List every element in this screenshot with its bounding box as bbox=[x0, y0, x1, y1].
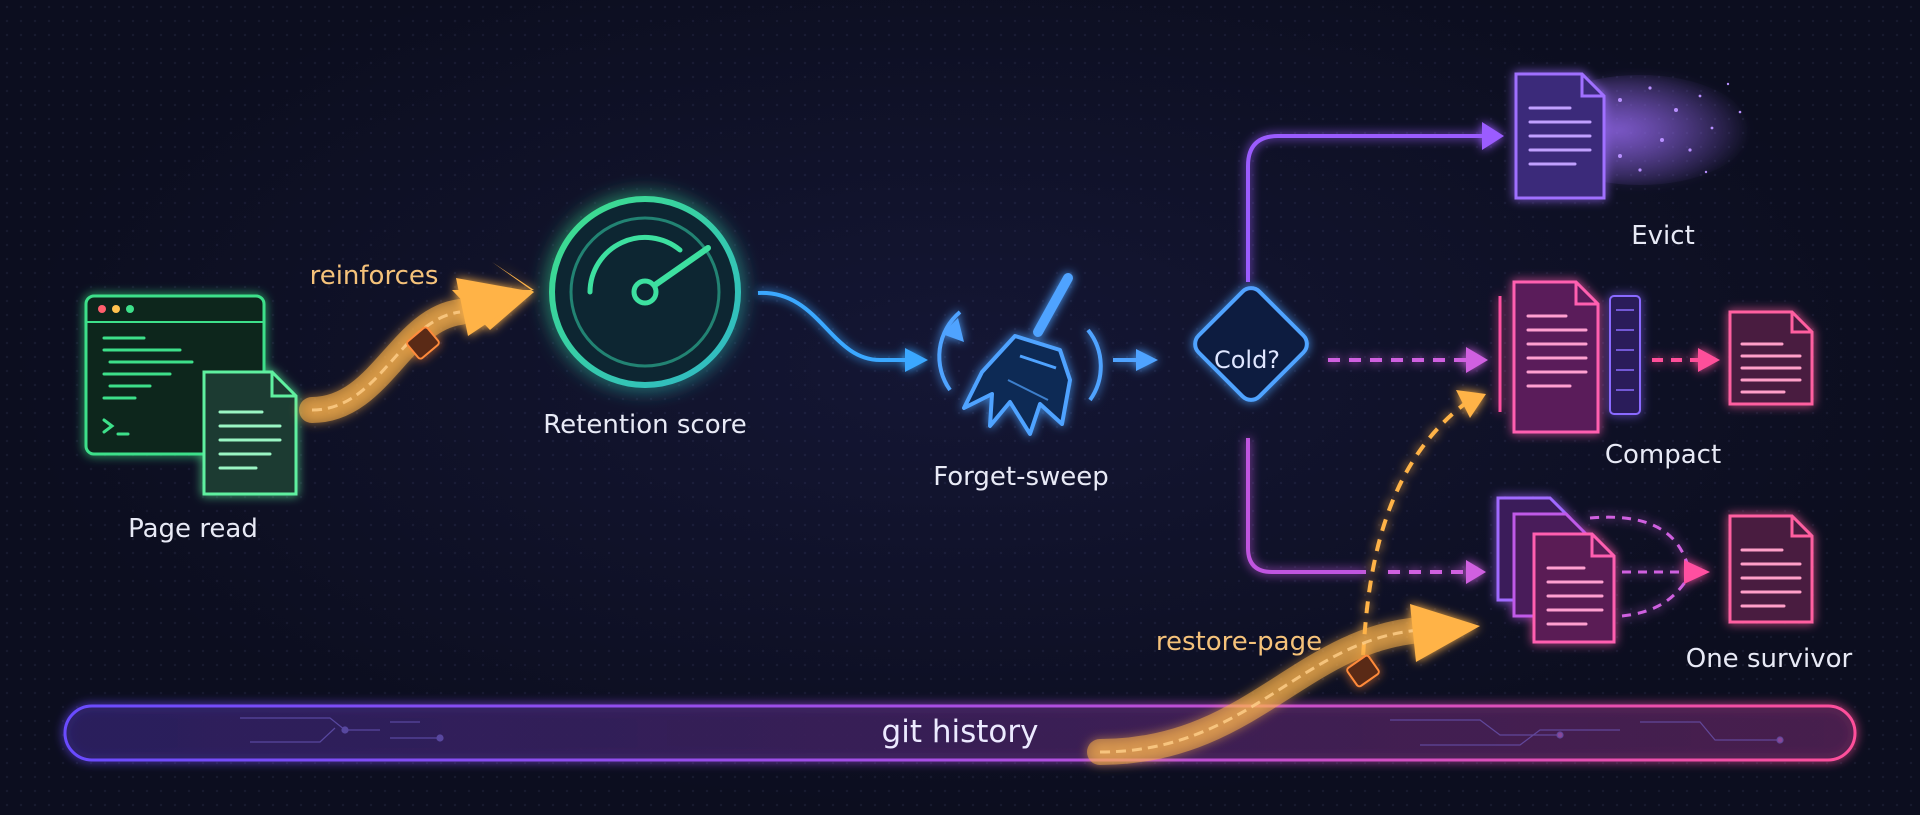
reinforces-arrow bbox=[299, 262, 534, 423]
compact-output-document-icon bbox=[1728, 310, 1814, 406]
survivor-document-icon bbox=[1728, 514, 1814, 624]
retention-score-gauge bbox=[549, 196, 741, 388]
compact-chip bbox=[1609, 295, 1641, 415]
forget-sweep-broom-icon bbox=[937, 273, 1103, 436]
git-history-bar: git history bbox=[63, 704, 1857, 762]
terminal-lines bbox=[102, 336, 194, 436]
compact-document-icon bbox=[1498, 280, 1641, 434]
evict-dust-particles bbox=[1618, 82, 1742, 174]
compact-label: Compact bbox=[1605, 440, 1721, 470]
cold-to-evict-branch bbox=[1246, 122, 1504, 282]
cold-decision-diamond bbox=[1193, 286, 1309, 402]
document-icon bbox=[202, 370, 298, 496]
survivor-merge-arrows bbox=[1589, 515, 1710, 618]
cold-label: Cold? bbox=[1214, 346, 1280, 374]
page-read-node bbox=[84, 294, 298, 496]
reinforces-label: reinforces bbox=[310, 261, 439, 291]
page-read-label: Page read bbox=[128, 514, 258, 544]
forget-sweep-label: Forget-sweep bbox=[933, 462, 1109, 492]
git-history-label: git history bbox=[882, 714, 1039, 750]
git-restore-arrow bbox=[1087, 604, 1480, 765]
evict-label: Evict bbox=[1631, 221, 1695, 251]
window-close-dot bbox=[98, 305, 106, 313]
retention-score-label: Retention score bbox=[543, 410, 747, 440]
score-to-sweep-arrow bbox=[757, 290, 928, 372]
sweep-to-cold-arrow bbox=[1113, 349, 1158, 371]
cold-to-survivor-branch bbox=[1246, 438, 1486, 584]
one-survivor-label: One survivor bbox=[1686, 644, 1853, 674]
window-min-dot bbox=[112, 305, 120, 313]
compact-to-output-arrow bbox=[1652, 348, 1720, 372]
window-max-dot bbox=[126, 305, 134, 313]
cold-to-compact-branch bbox=[1328, 347, 1488, 373]
restore-page-label: restore-page bbox=[1156, 627, 1322, 657]
git-history-circuit-traces bbox=[240, 717, 1784, 746]
survivor-document-stack bbox=[1496, 496, 1616, 644]
evict-document-icon bbox=[1514, 72, 1750, 200]
